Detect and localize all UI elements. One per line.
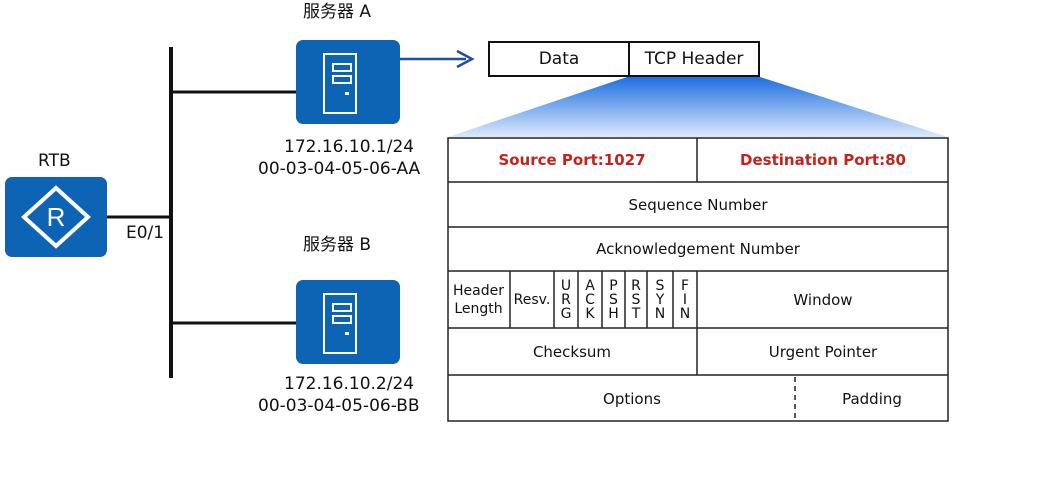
server-b-icon[interactable] bbox=[296, 280, 400, 364]
header-expansion bbox=[448, 77, 948, 137]
router-diamond-icon: R bbox=[21, 185, 91, 249]
tcp-header-table: Source Port:1027 Destination Port:80 Seq… bbox=[447, 137, 949, 422]
router-icon[interactable]: R bbox=[5, 177, 107, 257]
server-icon bbox=[323, 293, 357, 354]
server-a-ip: 172.16.10.1/24 bbox=[284, 137, 415, 157]
router-label: RTB bbox=[38, 151, 71, 171]
server-b-mac: 00-03-04-05-06-BB bbox=[258, 396, 420, 416]
server-icon bbox=[323, 53, 357, 114]
router-glyph: R bbox=[47, 202, 66, 232]
header-length-line-1: Header bbox=[453, 282, 504, 299]
packet: Data TCP Header bbox=[488, 41, 760, 77]
table-grid bbox=[447, 137, 949, 422]
packet-tcp-header: TCP Header bbox=[644, 49, 744, 69]
source-port: Source Port:1027 bbox=[498, 150, 646, 169]
options: Options bbox=[603, 389, 661, 408]
server-b-title: 服务器 B bbox=[303, 235, 372, 255]
header-length-line-2: Length bbox=[454, 300, 503, 317]
server-a-title: 服务器 A bbox=[303, 2, 372, 22]
destination-port: Destination Port:80 bbox=[740, 150, 906, 169]
urgent-pointer: Urgent Pointer bbox=[768, 342, 878, 361]
server-a-mac: 00-03-04-05-06-AA bbox=[258, 159, 421, 179]
reserved: Resv. bbox=[513, 291, 551, 308]
server-b-ip: 172.16.10.2/24 bbox=[284, 374, 415, 394]
window: Window bbox=[793, 290, 853, 309]
padding: Padding bbox=[842, 389, 902, 408]
sequence-number: Sequence Number bbox=[628, 195, 768, 214]
packet-data: Data bbox=[490, 43, 630, 75]
arrow-head bbox=[456, 49, 475, 69]
header-length: Header Length bbox=[447, 271, 510, 328]
checksum: Checksum bbox=[532, 342, 612, 361]
router-interface-label: E0/1 bbox=[126, 223, 165, 243]
ack-number: Acknowledgement Number bbox=[596, 240, 800, 258]
server-a-icon[interactable] bbox=[296, 40, 400, 124]
